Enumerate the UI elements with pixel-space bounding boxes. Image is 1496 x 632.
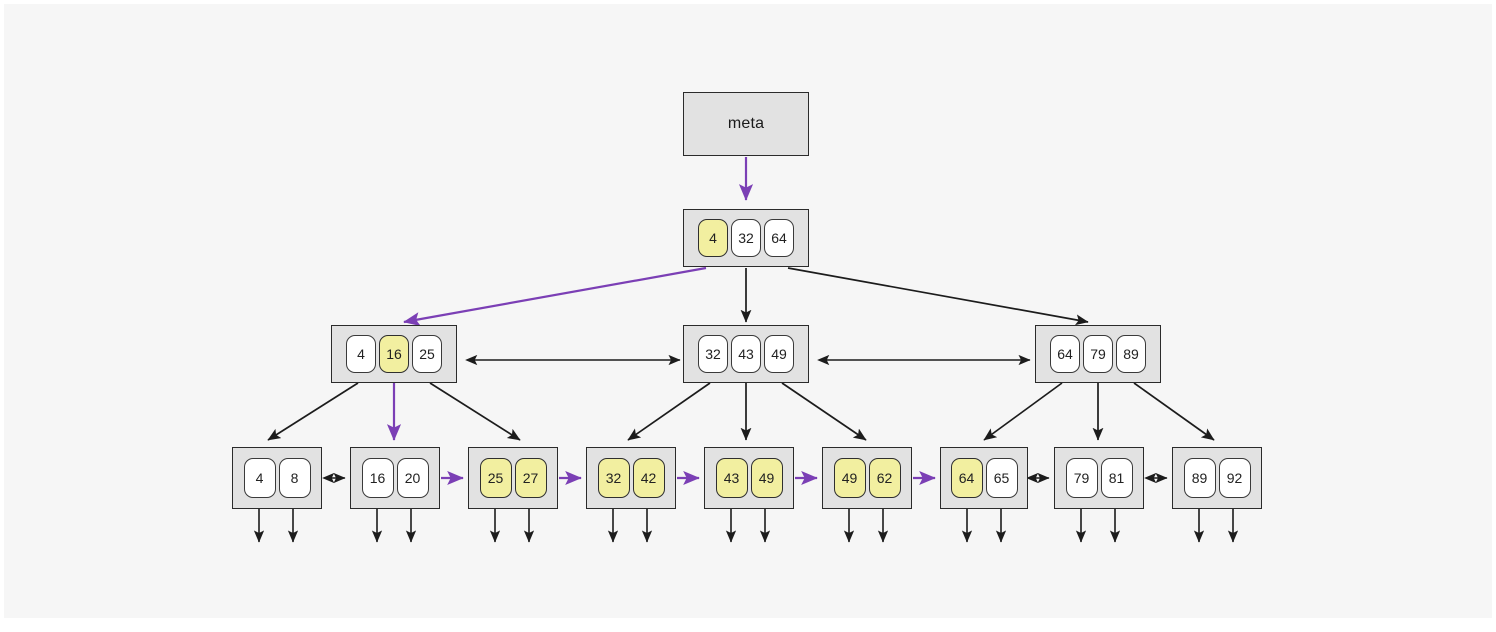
root-node[interactable]: 4 32 64: [683, 209, 809, 267]
root-cell-1[interactable]: 32: [731, 219, 761, 257]
leaf-node-5[interactable]: 43 49: [704, 447, 794, 509]
leaf-node-1[interactable]: 4 8: [232, 447, 322, 509]
leaf-node-4[interactable]: 32 42: [586, 447, 676, 509]
leaf-node-2[interactable]: 16 20: [350, 447, 440, 509]
leaf-9-cell-0[interactable]: 89: [1183, 458, 1216, 498]
internal-2-cell-1[interactable]: 43: [731, 335, 761, 373]
internal-2-cell-0[interactable]: 32: [698, 335, 728, 373]
leaf-6-cell-0[interactable]: 49: [833, 458, 866, 498]
leaf-5-cell-0[interactable]: 43: [715, 458, 748, 498]
internal-2-cell-2[interactable]: 49: [764, 335, 794, 373]
leaf-5-cell-1[interactable]: 49: [750, 458, 783, 498]
internal-1-cell-1[interactable]: 16: [379, 335, 409, 373]
internal-3-cell-2[interactable]: 89: [1116, 335, 1146, 373]
leaf-4-cell-0[interactable]: 32: [597, 458, 630, 498]
internal-node-3[interactable]: 64 79 89: [1035, 325, 1161, 383]
internal-node-1[interactable]: 4 16 25: [331, 325, 457, 383]
meta-node[interactable]: meta: [683, 92, 809, 156]
internal-node-2[interactable]: 32 43 49: [683, 325, 809, 383]
leaf-node-9[interactable]: 89 92: [1172, 447, 1262, 509]
leaf-4-cell-1[interactable]: 42: [632, 458, 665, 498]
leaf-7-cell-1[interactable]: 65: [985, 458, 1018, 498]
leaf-8-cell-0[interactable]: 79: [1065, 458, 1098, 498]
root-cell-0[interactable]: 4: [698, 219, 728, 257]
root-cell-2[interactable]: 64: [764, 219, 794, 257]
leaf-node-8[interactable]: 79 81: [1054, 447, 1144, 509]
leaf-3-cell-1[interactable]: 27: [514, 458, 547, 498]
internal-1-cell-0[interactable]: 4: [346, 335, 376, 373]
leaf-8-cell-1[interactable]: 81: [1100, 458, 1133, 498]
leaf-1-cell-1[interactable]: 8: [278, 458, 311, 498]
leaf-node-7[interactable]: 64 65: [940, 447, 1028, 509]
internal-3-cell-0[interactable]: 64: [1050, 335, 1080, 373]
leaf-1-cell-0[interactable]: 4: [243, 458, 276, 498]
leaf-2-cell-0[interactable]: 16: [361, 458, 394, 498]
leaf-node-3[interactable]: 25 27: [468, 447, 558, 509]
leaf-3-cell-0[interactable]: 25: [479, 458, 512, 498]
leaf-9-cell-1[interactable]: 92: [1218, 458, 1251, 498]
internal-3-cell-1[interactable]: 79: [1083, 335, 1113, 373]
leaf-2-cell-1[interactable]: 20: [396, 458, 429, 498]
leaf-7-cell-0[interactable]: 64: [950, 458, 983, 498]
meta-node-label: meta: [727, 115, 765, 132]
leaf-6-cell-1[interactable]: 62: [868, 458, 901, 498]
leaf-node-6[interactable]: 49 62: [822, 447, 912, 509]
internal-1-cell-2[interactable]: 25: [412, 335, 442, 373]
